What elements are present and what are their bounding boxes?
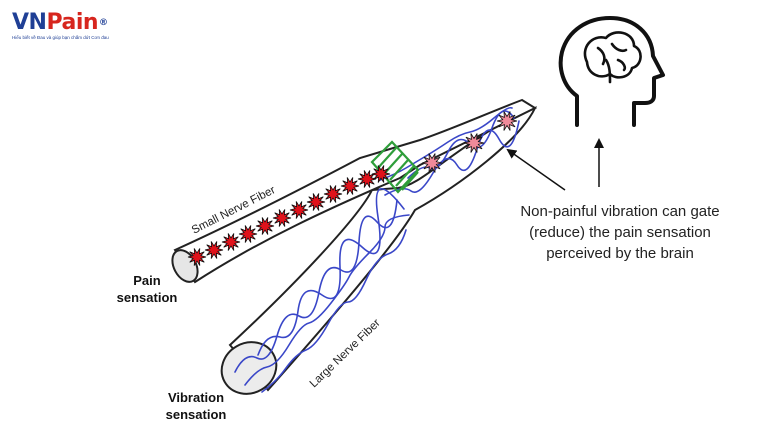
gate-caption: Non-painful vibration can gate (reduce) … (500, 201, 740, 264)
caption-line-2: (reduce) the pain sensation (529, 224, 711, 241)
pain-burst-icon (371, 165, 391, 183)
pain-burst-icon (421, 153, 443, 173)
pain-burst-icon (496, 111, 518, 131)
small-nerve-fiber (173, 98, 538, 284)
pain-burst-icon (187, 248, 207, 266)
vibration-signals (234, 106, 520, 393)
pain-burst-icon (289, 201, 309, 219)
vnpain-logo: VNPain® Hiểu biết về Đau và giúp bạn chấ… (12, 10, 109, 41)
pain-burst-icon (204, 241, 224, 259)
pain-burst-icon (272, 209, 292, 227)
vibration-sensation-label: Vibration sensation (148, 389, 244, 423)
pain-sensation-label: Pain sensation (100, 272, 194, 306)
pain-signals (187, 111, 518, 266)
logo-pain-text: Pain (46, 10, 99, 35)
large-fiber-end-cap (220, 341, 278, 395)
pain-burst-icon (255, 217, 275, 235)
pain-burst-icon (221, 233, 241, 251)
vibration-label-line-2: sensation (165, 407, 227, 422)
pain-burst-icon (463, 133, 485, 153)
pain-burst-icon (323, 185, 343, 203)
logo-registered-mark: ® (99, 18, 108, 28)
pain-burst-icon (306, 193, 326, 211)
pain-burst-icon (340, 177, 360, 195)
head-with-brain-icon (558, 16, 665, 127)
pain-burst-icon (238, 225, 258, 243)
gate-pointer-arrow (506, 148, 566, 191)
caption-line-3: perceived by the brain (546, 245, 694, 262)
caption-line-1: Non-painful vibration can gate (520, 203, 720, 220)
pain-label-line-1: Pain (133, 273, 161, 288)
vibration-label-line-1: Vibration (167, 390, 225, 405)
pain-burst-icon (357, 170, 377, 188)
logo-vn-text: VN (12, 10, 47, 35)
logo-tagline: Hiểu biết về Đau và giúp bạn chấm dứt Cơ… (12, 35, 109, 40)
pain-label-line-2: sensation (116, 290, 178, 305)
